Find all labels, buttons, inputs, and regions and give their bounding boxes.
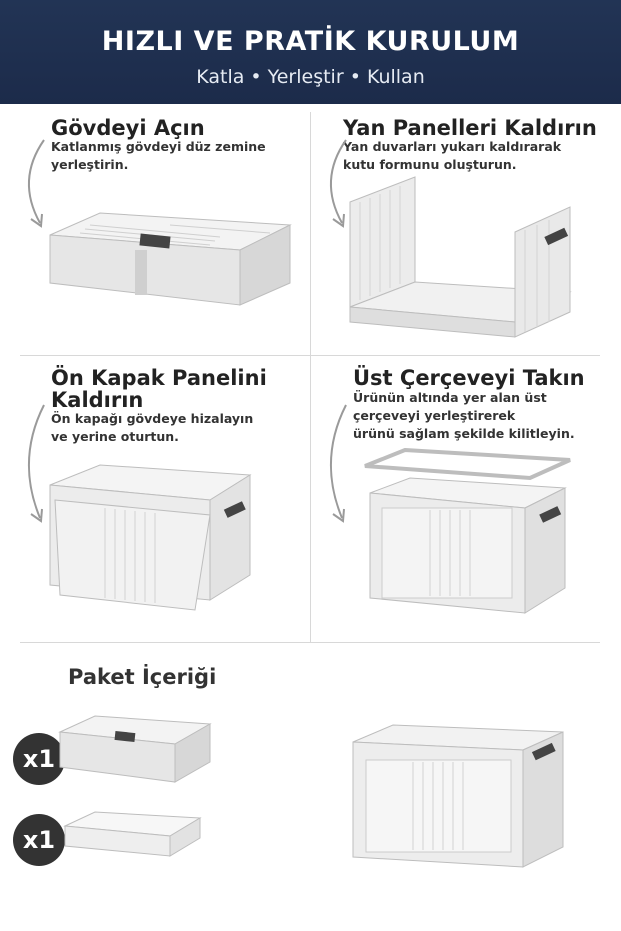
- grid-divider-horizontal-1: [20, 355, 600, 356]
- step-1-title: Gövdeyi Açın: [51, 116, 205, 140]
- top-frame-package-illustration: [63, 811, 202, 857]
- curved-arrow-icon: [329, 404, 347, 523]
- top-frame-illustration: [364, 448, 571, 614]
- curved-arrow-icon: [27, 404, 45, 523]
- assembled-box-illustration: [352, 724, 564, 868]
- step-2-title: Yan Panelleri Kaldırın: [343, 116, 597, 140]
- page-subtitle: Katla • Yerleştir • Kullan: [196, 66, 425, 88]
- step-3-title: Ön Kapak Panelini Kaldırın: [51, 366, 267, 412]
- folded-box-illustration: [49, 212, 292, 306]
- curved-arrow-icon: [330, 139, 347, 228]
- page-title: HIZLI VE PRATİK KURULUM: [101, 26, 520, 57]
- step-4-description: Ürünün altında yer alan üst çerçeveyi ye…: [353, 390, 575, 441]
- package-title: Paket İçeriği: [68, 665, 217, 689]
- step-4-title: Üst Çerçeveyi Takın: [353, 366, 585, 390]
- folded-box-package-illustration: [58, 715, 212, 783]
- quantity-badge-1: x1: [13, 733, 65, 785]
- curved-arrow-icon: [28, 139, 45, 228]
- grid-divider-horizontal-2: [20, 642, 600, 643]
- front-panel-illustration: [49, 464, 252, 611]
- step-3-description: Ön kapağı gövdeye hizalayın ve yerine ot…: [51, 411, 254, 444]
- side-panels-illustration: [349, 176, 572, 338]
- grid-divider-vertical: [310, 112, 311, 642]
- step-2-description: Yan duvarları yukarı kaldırarak kutu for…: [343, 139, 562, 172]
- step-1-description: Katlanmış gövdeyi düz zemine yerleştirin…: [51, 139, 266, 172]
- header-banner: HIZLI VE PRATİK KURULUM Katla • Yerleşti…: [0, 0, 621, 104]
- quantity-badge-2: x1: [13, 814, 65, 866]
